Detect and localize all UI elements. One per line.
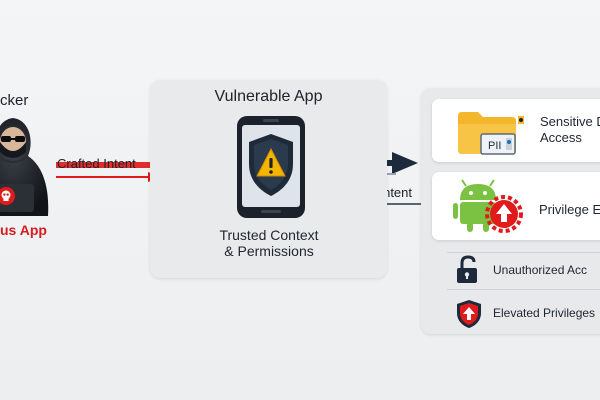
smartphone-shield-icon (235, 114, 307, 220)
privilege-escalation-text: Privilege E (539, 202, 600, 217)
trusted-context-line: Trusted Context (219, 227, 319, 243)
sensitive-data-text: Sensitive D Access (540, 114, 600, 146)
sensitive-data-line: Sensitive D (540, 114, 600, 129)
pii-badge: PII (488, 140, 501, 152)
unauthorized-access-text: Unauthorized Acc (493, 263, 588, 277)
malicious-app-label: us App (0, 222, 47, 238)
android-up-arrow-icon (452, 178, 524, 234)
folder-pii-icon: PII (456, 108, 530, 156)
elevated-privileges-text: Elevated Privileges (493, 306, 596, 320)
permissions-line: & Permissions (224, 243, 314, 259)
crafted-intent-label: Crafted Intent (57, 156, 136, 171)
unlocked-padlock-icon (455, 255, 481, 284)
attacker-label: cker (0, 92, 29, 109)
vulnerable-app-title: Vulnerable App (214, 88, 323, 105)
trusted-context-caption: Trusted Context & Permissions (185, 227, 353, 259)
hooded-attacker-icon (0, 112, 54, 216)
divider (447, 252, 600, 253)
divider (447, 289, 600, 290)
red-shield-arrow-icon (455, 299, 483, 329)
access-line: Access (540, 130, 582, 145)
